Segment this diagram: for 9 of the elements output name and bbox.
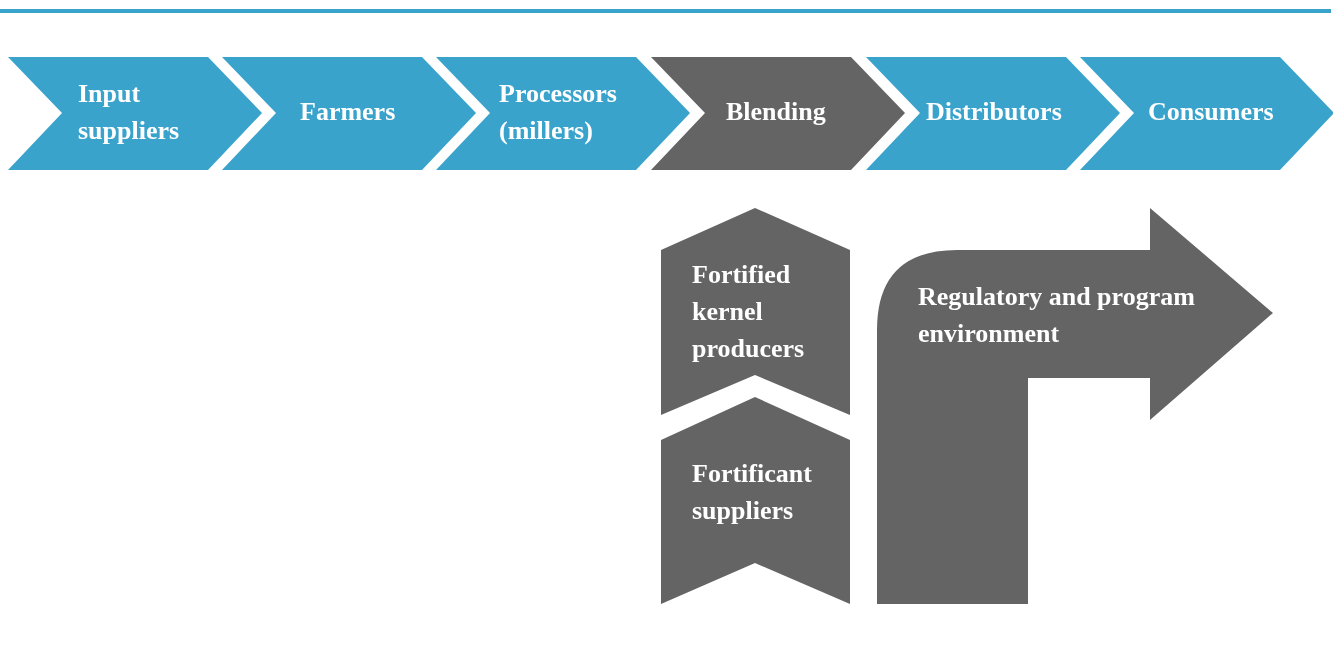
- stage-label: Blending: [726, 96, 827, 128]
- stage-label: Fortificant suppliers: [692, 458, 813, 527]
- stage-label: Distributors: [926, 96, 1063, 128]
- stage-label: Processors (millers): [499, 78, 618, 147]
- stage-label: Consumers: [1148, 96, 1275, 128]
- stage-label: Regulatory and program environment: [918, 281, 1196, 350]
- stage-label: Fortified kernel producers: [692, 259, 806, 365]
- stage-label: Input suppliers: [78, 78, 181, 147]
- stage-label: Farmers: [300, 96, 397, 128]
